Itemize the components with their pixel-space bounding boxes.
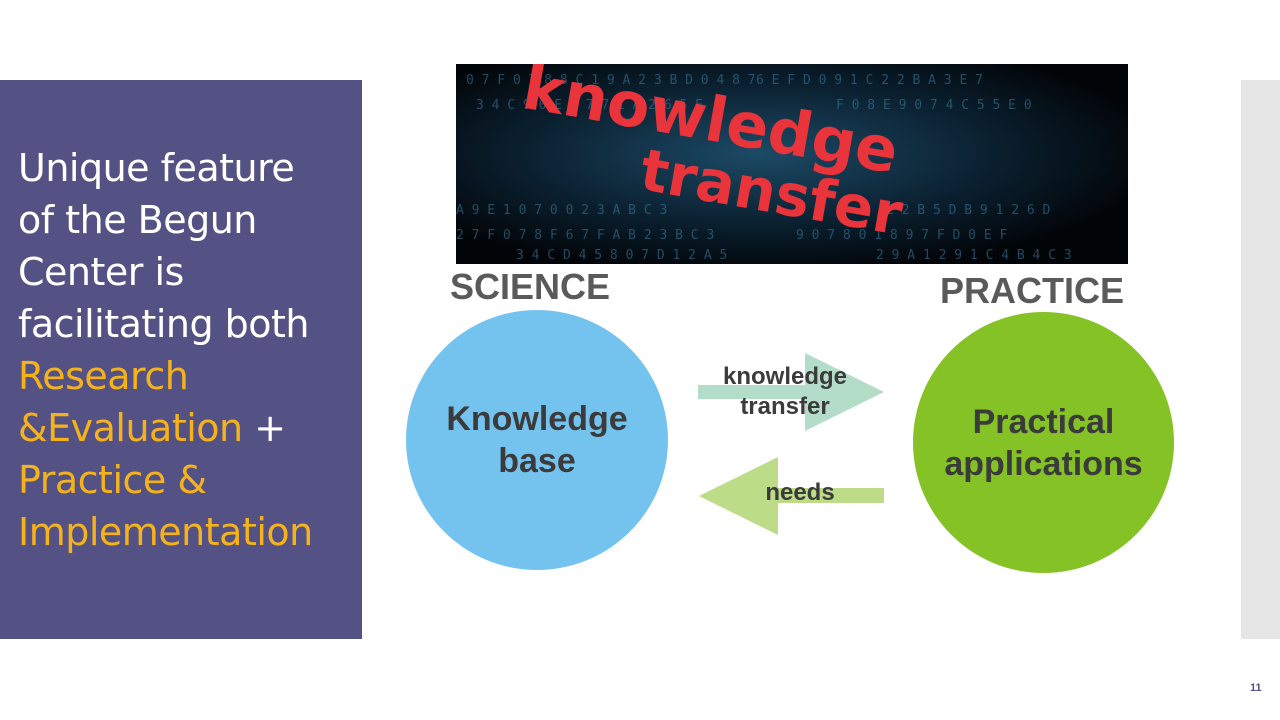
science-label: SCIENCE bbox=[450, 266, 611, 307]
title-line-4: facilitating both bbox=[18, 302, 310, 346]
title-research: Research bbox=[18, 354, 189, 398]
title-line-2: of the Begun bbox=[18, 198, 257, 242]
title-panel bbox=[0, 80, 362, 639]
knowledge-transfer-label-line-1: knowledge bbox=[722, 363, 848, 390]
needs-arrow bbox=[699, 457, 884, 535]
knowledge-transfer-label: knowledge transfer bbox=[700, 362, 870, 422]
svg-text:3 4 C D 4 5 8 0 7 D 1 2 A 5: 3 4 C D 4 5 8 0 7 D 1 2 A 5 bbox=[516, 248, 727, 263]
needs-label: needs bbox=[765, 479, 835, 506]
arrows-graphic bbox=[698, 353, 884, 535]
svg-text:E 2 B 5 D B 9 1 2 6 D: E 2 B 5 D B 9 1 2 6 D bbox=[886, 203, 1051, 218]
knowledge-base-line-2: base bbox=[498, 442, 576, 480]
svg-text:9 0 7 8 0 1 8 9 7 F D 0 E F: 9 0 7 8 0 1 8 9 7 F D 0 E F bbox=[796, 228, 1007, 243]
svg-text:0 7 F 0 7 8 8 C 1 9 A 2 3 B D: 0 7 F 0 7 8 8 C 1 9 A 2 3 B D 0 4 8 7 bbox=[466, 73, 756, 88]
title-text: Unique feature of the Begun Center is fa… bbox=[18, 142, 358, 558]
practical-applications-line-1: Practical bbox=[972, 402, 1115, 441]
knowledge-base-circle: Knowledge base bbox=[406, 310, 668, 570]
knowledge-base-line-1: Knowledge bbox=[446, 400, 628, 438]
svg-text:2 9 A 1 2 9 1 C 4 B 4 C 3: 2 9 A 1 2 9 1 C 4 B 4 C 3 bbox=[876, 248, 1072, 263]
knowledge-transfer-banner-image: 0 7 F 0 7 8 8 C 1 9 A 2 3 B D 0 4 8 7 6 … bbox=[456, 64, 1128, 264]
banner-background bbox=[456, 64, 1128, 264]
svg-text:F 0 8 E 9 0 7 4 C 5 5 E 0: F 0 8 E 9 0 7 4 C 5 5 E 0 bbox=[836, 98, 1032, 113]
title-evaluation: &Evaluation bbox=[18, 406, 243, 450]
title-line-1: Unique feature bbox=[18, 146, 295, 190]
title-evaluation-line: &Evaluation + bbox=[18, 402, 358, 454]
page-number: 11 bbox=[1250, 682, 1262, 694]
knowledge-transfer-label-line-2: transfer bbox=[740, 393, 830, 420]
title-line-3: Center is bbox=[18, 250, 184, 294]
title-implementation: Implementation bbox=[18, 510, 313, 554]
svg-text:3 4 C 9 0 E F 7 7 1 A 2 6 5 E: 3 4 C 9 0 E F 7 7 1 A 2 6 5 E bbox=[476, 98, 703, 113]
title-plus: + bbox=[242, 406, 286, 450]
knowledge-transfer-arrow bbox=[698, 353, 884, 431]
svg-text:2 7 F 0 7 8 F 6 7 F A B 2 3 B: 2 7 F 0 7 8 F 6 7 F A B 2 3 B C 3 bbox=[456, 228, 714, 243]
title-practice: Practice & bbox=[18, 458, 207, 502]
practical-applications-circle: Practical applications bbox=[913, 312, 1174, 573]
svg-text:A 9 E 1 0 7 0 0 2 3 A B C 3: A 9 E 1 0 7 0 0 2 3 A B C 3 bbox=[456, 203, 667, 218]
right-side-strip bbox=[1241, 80, 1280, 639]
practice-label: PRACTICE bbox=[940, 270, 1125, 311]
svg-text:6 E F D 0 9 1 C 2 2 B A 3 E 7: 6 E F D 0 9 1 C 2 2 B A 3 E 7 bbox=[756, 73, 983, 88]
practical-applications-line-2: applications bbox=[944, 444, 1143, 483]
